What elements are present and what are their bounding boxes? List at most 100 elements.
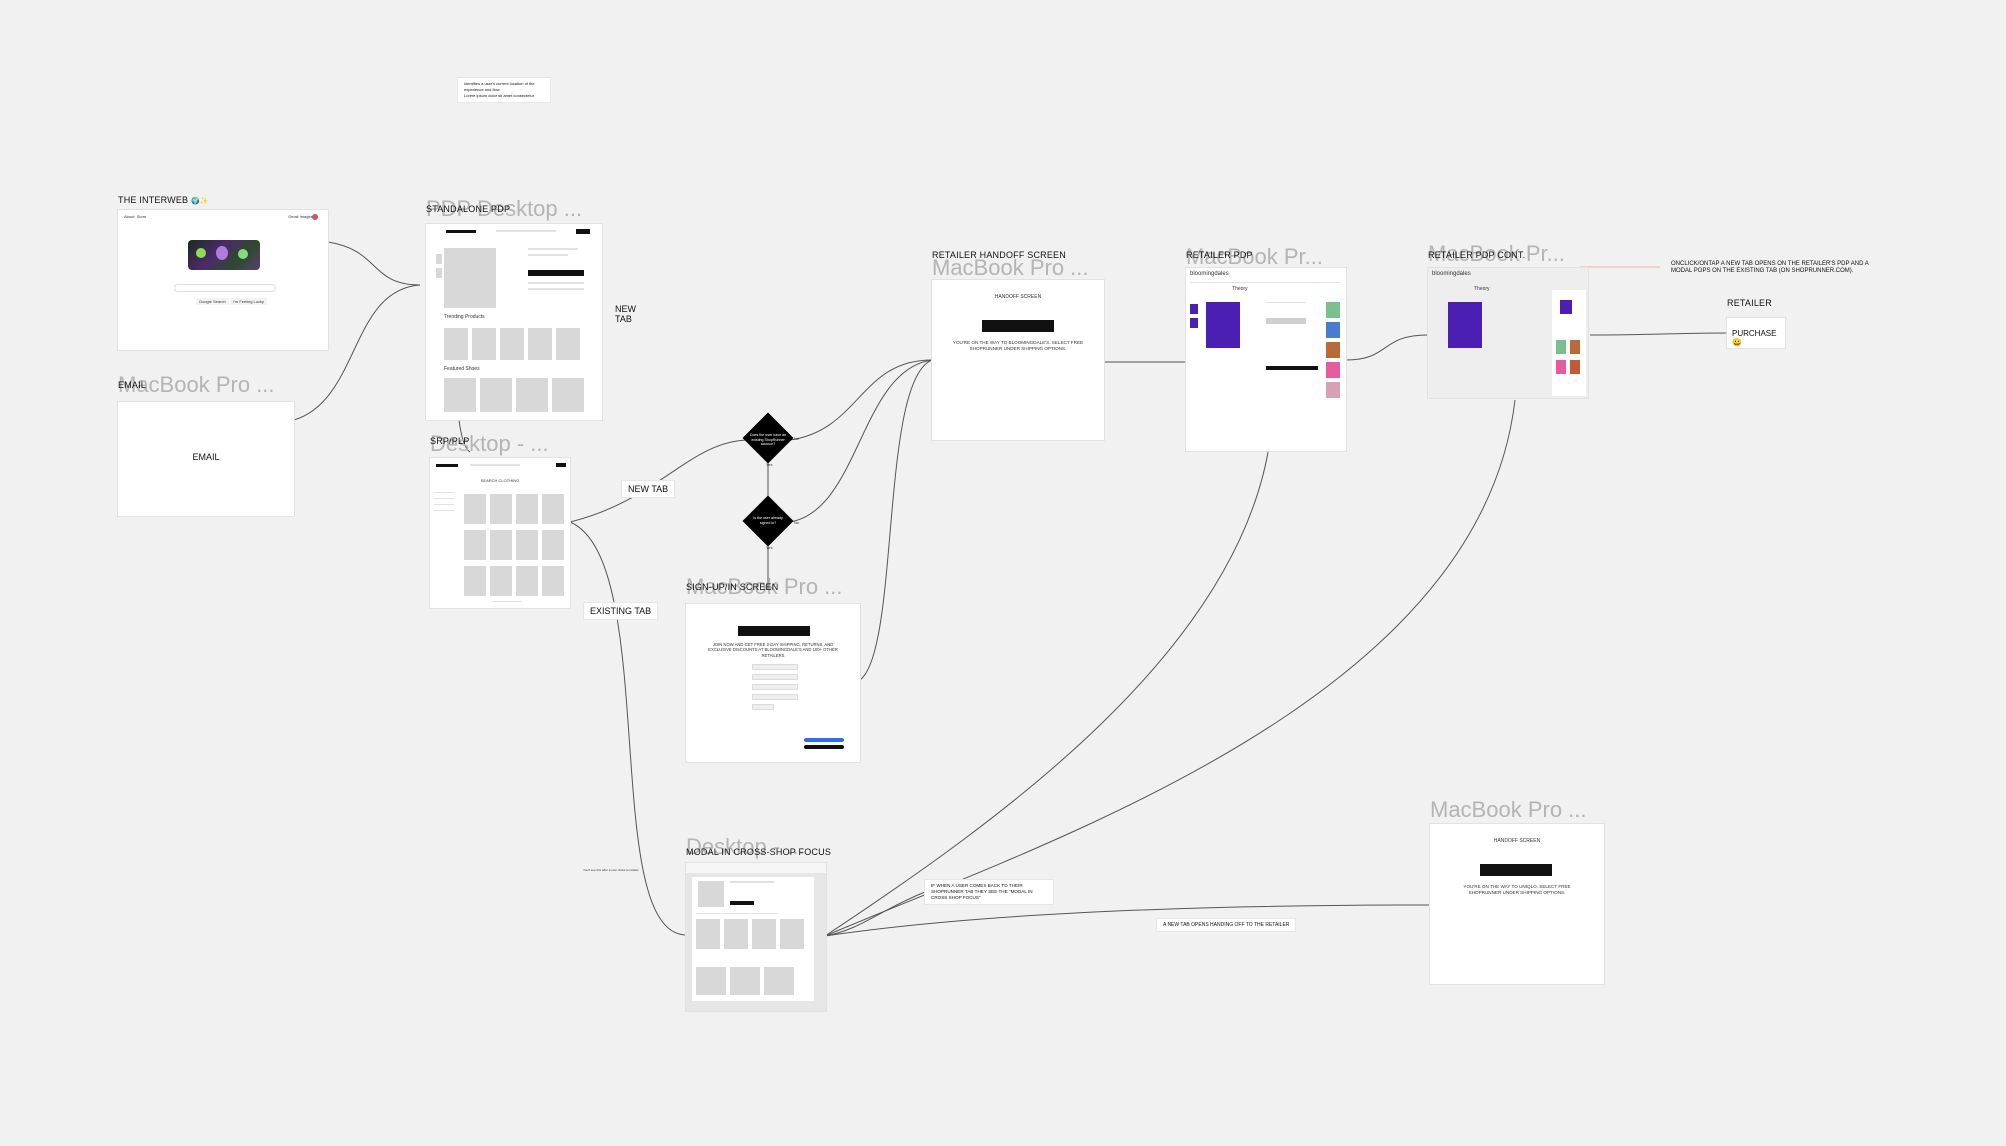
srp-filter[interactable] xyxy=(434,510,454,511)
signup-blue-button[interactable] xyxy=(804,738,844,742)
signup-frame[interactable]: JOIN NOW AND GET FREE 2-DAY SHIPPING, RE… xyxy=(686,604,860,762)
modal-dialog[interactable] xyxy=(692,877,814,1001)
product-card[interactable] xyxy=(472,328,496,360)
signup-field[interactable] xyxy=(752,664,798,670)
product-card[interactable] xyxy=(480,378,512,412)
search-button[interactable]: Google Search xyxy=(196,298,229,305)
product-card[interactable] xyxy=(556,328,580,360)
srp-product[interactable] xyxy=(464,530,486,560)
srp-signin-button[interactable] xyxy=(556,463,566,467)
srp-plp-frame[interactable]: SEARCH CLOTHING xyxy=(430,458,570,608)
interweb-links[interactable]: About Store xyxy=(124,214,147,219)
pdp-price-line xyxy=(528,254,568,256)
pdp-signin-button[interactable] xyxy=(576,229,590,234)
retailer-pdp-frame[interactable]: bloomingdales Theory xyxy=(1186,268,1346,451)
retailer-recommend[interactable] xyxy=(1326,362,1340,378)
sidepanel-item[interactable] xyxy=(1560,300,1572,314)
handoff-frame[interactable]: HANDOFF SCREEN YOU'RE ON THE WAY TO BLOO… xyxy=(932,280,1104,440)
product-card[interactable] xyxy=(444,328,468,360)
product-card[interactable] xyxy=(528,328,552,360)
signup-submit[interactable] xyxy=(752,704,774,710)
retailer-thumb[interactable] xyxy=(1190,318,1198,328)
srp-search[interactable] xyxy=(470,464,520,466)
retailer-cont-sidepanel[interactable] xyxy=(1552,290,1586,396)
handoff-logo-bar xyxy=(982,320,1054,332)
search-input[interactable] xyxy=(174,284,276,292)
signup-field[interactable] xyxy=(752,694,798,700)
avatar[interactable] xyxy=(312,214,318,220)
return-note: IF WHEN A USER COMES BACK TO THEIR SHOPR… xyxy=(925,880,1053,904)
connector-pdp-modal xyxy=(824,439,1271,937)
modal-product[interactable] xyxy=(696,919,720,949)
standalone-pdp-frame[interactable]: Trending Products Featured Shoes xyxy=(426,224,602,420)
retailer-pdp-cont-frame[interactable]: bloomingdales Theory xyxy=(1428,268,1588,398)
handoff2-title: HANDOFF SCREEN xyxy=(1493,838,1541,844)
srp-product[interactable] xyxy=(490,566,512,596)
signup-field[interactable] xyxy=(752,674,798,680)
srp-product[interactable] xyxy=(464,494,486,524)
retailer-recommend[interactable] xyxy=(1326,342,1340,358)
retailer-recommend[interactable] xyxy=(1326,382,1340,398)
product-card[interactable] xyxy=(552,378,584,412)
srp-product[interactable] xyxy=(516,494,538,524)
handoff2-frame[interactable]: HANDOFF SCREEN YOU'RE ON THE WAY TO UNIQ… xyxy=(1430,824,1604,984)
srp-product[interactable] xyxy=(464,566,486,596)
pdp-thumb[interactable] xyxy=(436,268,442,278)
frame-label-retailer-pdp: RETAILER PDP xyxy=(1186,250,1253,260)
connector-interweb-pdp xyxy=(327,241,421,286)
srp-product[interactable] xyxy=(542,530,564,560)
retailer-thumb[interactable] xyxy=(1190,304,1198,314)
frame-label-handoff: RETAILER HANDOFF SCREEN xyxy=(932,250,1066,260)
srp-product[interactable] xyxy=(542,494,564,524)
retailer-cont-brand: Theory xyxy=(1474,286,1490,292)
retailer-swatches[interactable] xyxy=(1266,318,1306,324)
sidepanel-item[interactable] xyxy=(1570,360,1580,374)
srp-product[interactable] xyxy=(490,530,512,560)
signup-field[interactable] xyxy=(752,684,798,690)
product-card[interactable] xyxy=(500,328,524,360)
modal-product[interactable] xyxy=(724,919,748,949)
sidepanel-item[interactable] xyxy=(1556,340,1566,354)
retailer-recommend[interactable] xyxy=(1326,302,1340,318)
retailer-frame[interactable]: PURCHASE 😀 xyxy=(1727,318,1785,348)
signup-black-button[interactable] xyxy=(804,745,844,749)
srp-filter[interactable] xyxy=(434,498,454,499)
interweb-right-links[interactable]: Gmail Images xyxy=(288,214,313,219)
retailer-add-button[interactable] xyxy=(1266,366,1318,370)
srp-filter[interactable] xyxy=(434,504,454,505)
srp-product[interactable] xyxy=(542,566,564,596)
srp-heading: SEARCH CLOTHING xyxy=(480,478,520,483)
ghost-title-srp: Desktop - ... xyxy=(430,431,549,456)
pdp-search[interactable] xyxy=(496,230,556,232)
srp-product[interactable] xyxy=(490,494,512,524)
ghost-title-retailer-pdp-cont: MacBook Pr... xyxy=(1428,241,1565,266)
product-card[interactable] xyxy=(516,378,548,412)
sidepanel-item[interactable] xyxy=(1570,340,1580,354)
modal-product[interactable] xyxy=(764,967,794,995)
doodle-logo[interactable] xyxy=(188,240,260,270)
srp-filter[interactable] xyxy=(434,492,454,493)
interweb-frame[interactable]: About Store Gmail Images Google Search I… xyxy=(118,210,328,350)
modal-product[interactable] xyxy=(696,967,726,995)
retailer-nav[interactable] xyxy=(1190,282,1340,283)
srp-pagination[interactable] xyxy=(492,601,522,602)
modal-product[interactable] xyxy=(730,967,760,995)
top-note-text: Identifies a user's current location of … xyxy=(464,81,535,92)
pdp-add-to-bag-button[interactable] xyxy=(528,270,584,276)
signup-header-bar xyxy=(738,626,810,636)
tag-new-tab-1: NEW TAB xyxy=(615,304,636,324)
lucky-button[interactable]: I'm Feeling Lucky xyxy=(230,298,267,305)
srp-logo xyxy=(436,464,458,467)
sidepanel-item[interactable] xyxy=(1556,360,1566,374)
retailer-recommend[interactable] xyxy=(1326,322,1340,338)
email-frame[interactable]: EMAIL xyxy=(118,402,294,516)
modal-frame[interactable] xyxy=(686,863,826,1011)
pdp-thumb[interactable] xyxy=(436,254,442,264)
modal-cta[interactable] xyxy=(730,901,754,905)
product-card[interactable] xyxy=(444,378,476,412)
modal-product[interactable] xyxy=(752,919,776,949)
modal-product[interactable] xyxy=(780,919,804,949)
srp-product[interactable] xyxy=(516,566,538,596)
srp-product[interactable] xyxy=(516,530,538,560)
